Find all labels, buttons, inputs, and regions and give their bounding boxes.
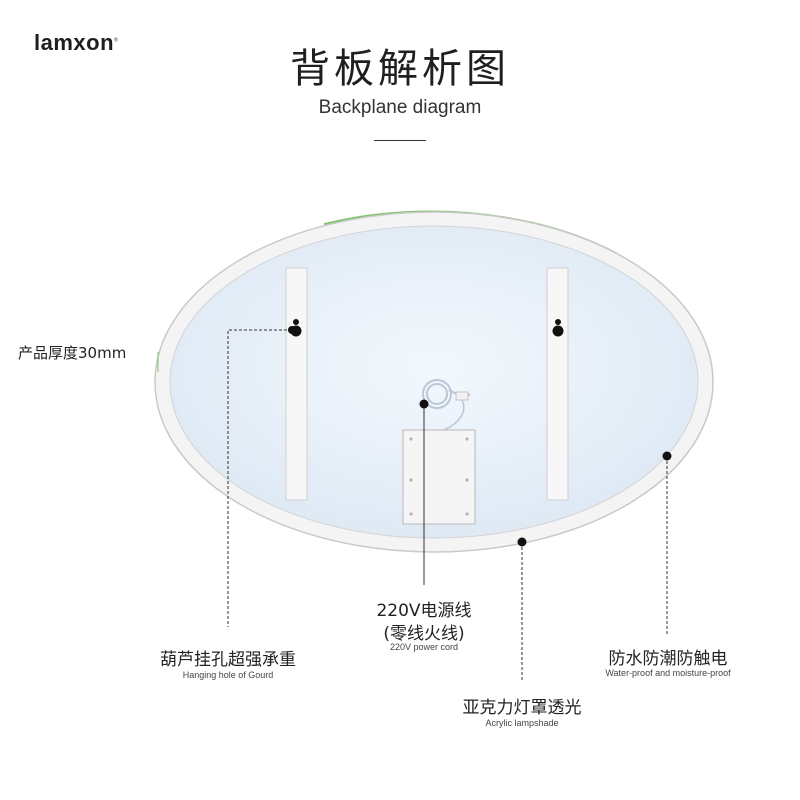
lampshade-label: 亚克力灯罩透光 xyxy=(462,698,582,718)
power-cord-sublabel: (零线火线) xyxy=(383,624,465,644)
lampshade-label-en: Acrylic lampshade xyxy=(485,718,559,728)
waterproof-marker xyxy=(662,451,672,461)
hanging-rail-right xyxy=(546,267,569,501)
title-divider xyxy=(374,140,426,141)
hanging-hole-marker xyxy=(288,326,296,334)
power-cord-marker xyxy=(419,399,429,409)
thickness-label: 产品厚度30mm xyxy=(18,344,127,362)
hanging-hole-label-en: Hanging hole of Gourd xyxy=(182,670,274,680)
page-title: 背板解析图 xyxy=(290,46,510,92)
power-cord-coil-icon xyxy=(422,379,471,431)
page-subtitle: Backplane diagram xyxy=(318,97,482,118)
power-cord-label-en: 220V power cord xyxy=(389,642,459,652)
hanging-rail-left xyxy=(285,267,308,501)
power-driver-box xyxy=(402,429,476,525)
waterproof-label: 防水防潮防触电 xyxy=(608,649,728,669)
brand-logo-text: lamxon xyxy=(34,30,115,55)
brand-logo: lamxon® xyxy=(34,30,118,56)
hanging-hole-label: 葫芦挂孔超强承重 xyxy=(160,650,296,670)
waterproof-label-en: Water-proof and moisture-proof xyxy=(605,668,731,678)
gourd-hole-right-icon xyxy=(552,319,564,337)
trademark-mark: ® xyxy=(114,37,119,44)
power-cord-label: 220V电源线 xyxy=(376,601,472,621)
lampshade-marker xyxy=(517,537,527,547)
hanging-hole-leader xyxy=(227,329,292,627)
